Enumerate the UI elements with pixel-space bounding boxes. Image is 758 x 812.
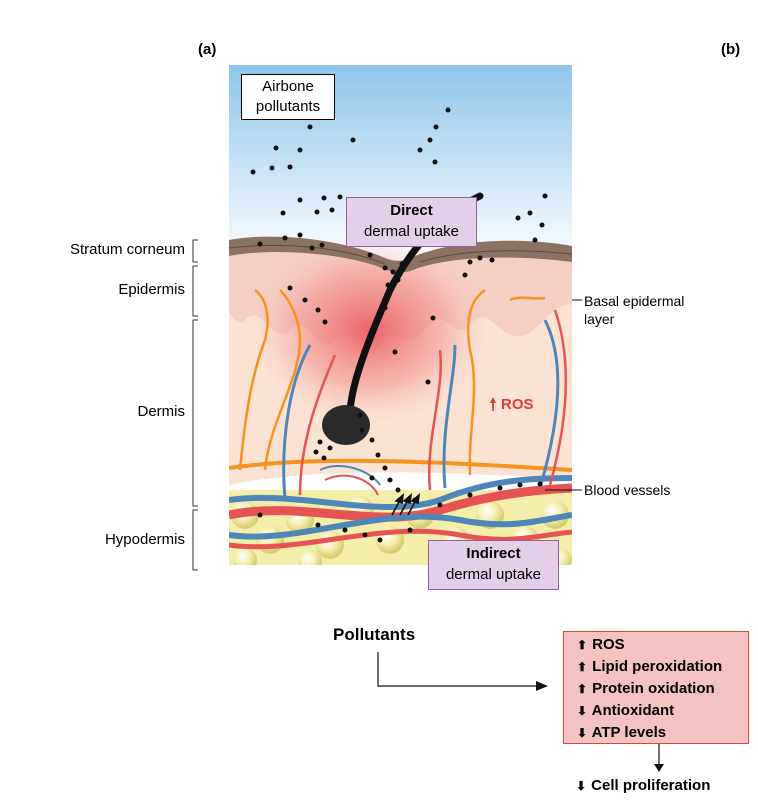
panel-label-b: (b) bbox=[721, 41, 741, 58]
effect-item: ⬆ Lipid peroxidation bbox=[576, 656, 748, 678]
stratum-corneum-layer bbox=[229, 236, 572, 273]
arrow-down-icon: ⬇ bbox=[576, 704, 588, 718]
effect-label: Protein oxidation bbox=[592, 680, 715, 697]
indirect-uptake-arrows bbox=[391, 493, 421, 516]
effect-item: ⬇ Antioxidant bbox=[576, 700, 748, 722]
direct-label-bold: Direct bbox=[390, 202, 433, 219]
indirect-uptake-box: Indirect dermal uptake bbox=[428, 540, 559, 590]
arrow-up-icon: ⬆ bbox=[576, 638, 588, 652]
nerve-fibers bbox=[229, 288, 572, 476]
airborne-pollutants-box: Airbone pollutants bbox=[241, 74, 335, 120]
blood-vessels-callout: Blood vessels bbox=[584, 482, 671, 498]
airborne-label-line2: pollutants bbox=[255, 98, 321, 115]
airborne-label-line1: Airbone bbox=[262, 78, 314, 95]
effect-label: ATP levels bbox=[591, 724, 667, 741]
hair-bulb bbox=[322, 405, 370, 445]
direct-uptake-box: Direct dermal uptake bbox=[346, 197, 477, 247]
pollutants-flow-arrow bbox=[377, 652, 548, 691]
pollutants-label: Pollutants bbox=[333, 625, 416, 644]
layer-label-dermis: Dermis bbox=[137, 403, 186, 420]
indirect-label-sub: dermal uptake bbox=[445, 566, 542, 583]
layer-label-epidermis: Epidermis bbox=[118, 281, 185, 298]
effect-item: ⬇ ATP levels bbox=[576, 722, 748, 744]
arrow-up-icon: ⬆ bbox=[576, 660, 588, 674]
indirect-label-bold: Indirect bbox=[466, 545, 521, 562]
panel-label-a: (a) bbox=[198, 41, 217, 58]
ros-label: ROS bbox=[501, 396, 534, 413]
effect-label: Lipid peroxidation bbox=[592, 658, 723, 675]
effects-list: ⬆ ROS⬆ Lipid peroxidation⬆ Protein oxida… bbox=[576, 634, 748, 744]
arrow-up-icon: ⬆ bbox=[576, 682, 588, 696]
effects-to-outcome-arrow bbox=[654, 744, 664, 772]
arrow-down-icon: ⬇ bbox=[575, 779, 587, 793]
effect-label: Antioxidant bbox=[591, 702, 675, 719]
outcome-row: ⬇ Cell proliferation bbox=[575, 777, 710, 794]
layer-label-stratum-corneum: Stratum corneum bbox=[69, 241, 185, 258]
layer-brackets bbox=[192, 239, 198, 571]
effect-label: ROS bbox=[592, 636, 625, 653]
basal-epidermal-callout: Basal epidermal layer bbox=[584, 292, 684, 328]
blood-vessels-network bbox=[229, 309, 572, 550]
effect-item: ⬆ ROS bbox=[576, 634, 748, 656]
layer-label-hypodermis: Hypodermis bbox=[104, 531, 185, 548]
callout-leaders bbox=[545, 299, 582, 491]
ros-up-arrow-icon bbox=[490, 397, 496, 411]
basal-label-line1: Basal epidermal bbox=[584, 293, 685, 309]
basal-label-line2: layer bbox=[584, 311, 615, 327]
effect-item: ⬆ Protein oxidation bbox=[576, 678, 748, 700]
arrow-down-icon: ⬇ bbox=[576, 726, 588, 740]
direct-label-sub: dermal uptake bbox=[363, 223, 460, 240]
outcome-label: Cell proliferation bbox=[591, 777, 711, 794]
effects-box: ⬆ ROS⬆ Lipid peroxidation⬆ Protein oxida… bbox=[563, 631, 749, 744]
pollutant-particles bbox=[250, 107, 548, 543]
